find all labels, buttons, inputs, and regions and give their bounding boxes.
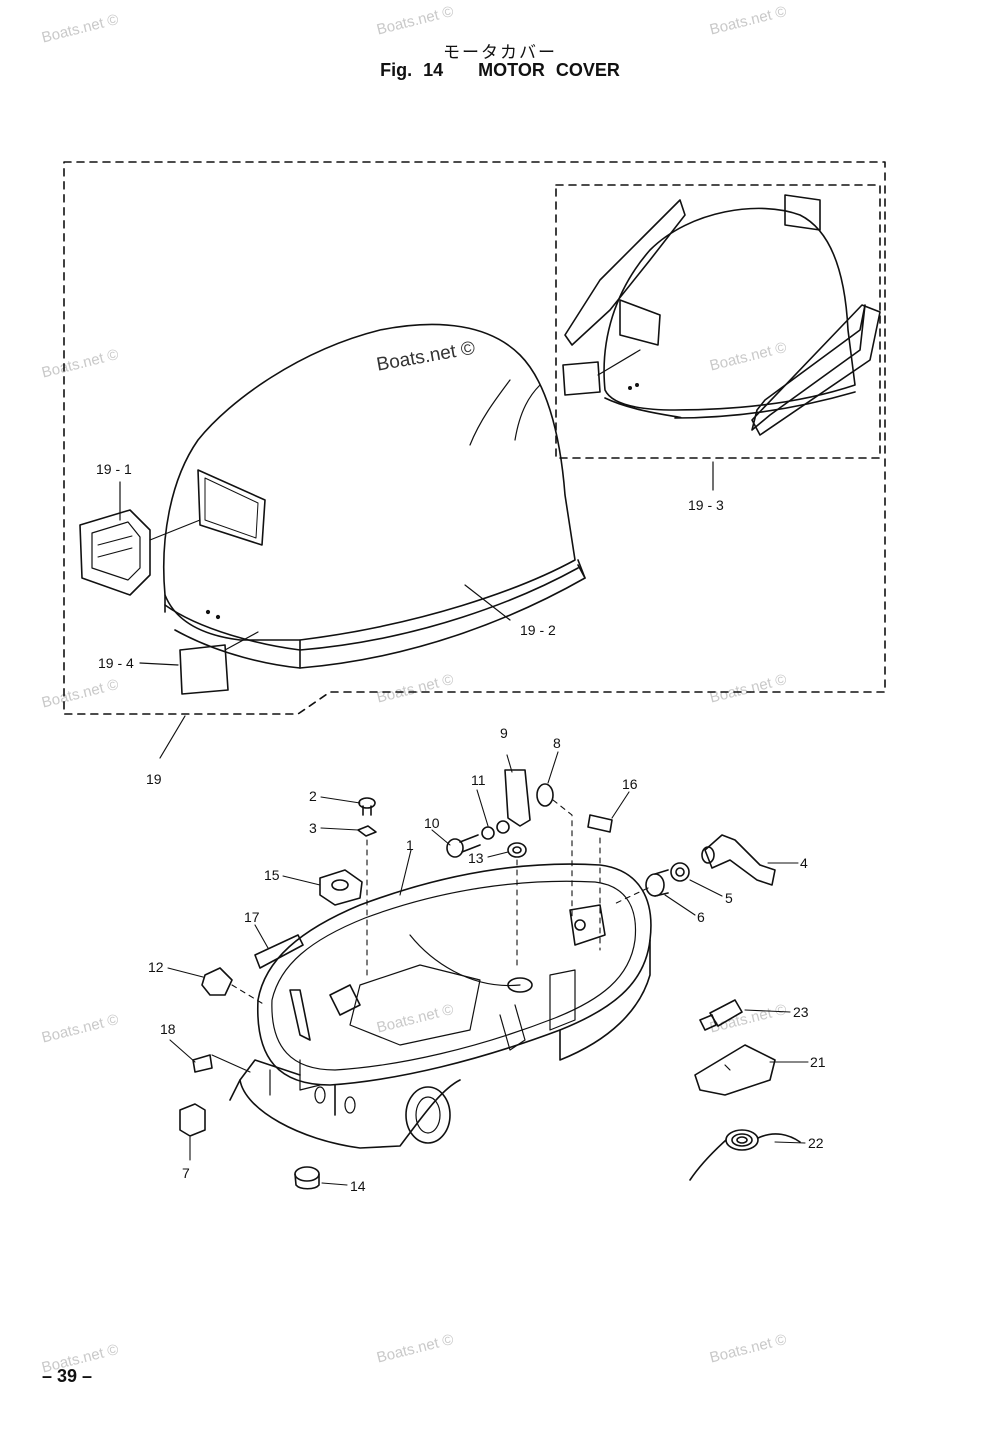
- part-label-14: 14: [350, 1178, 366, 1194]
- label-18: [192, 1054, 213, 1073]
- washer-11: [481, 826, 495, 840]
- part-label-21: 21: [810, 1054, 826, 1070]
- part-label-2: 2: [309, 788, 317, 804]
- figure-number: Fig. 14: [380, 60, 444, 80]
- part-label-8: 8: [553, 735, 561, 751]
- part-label-22: 22: [808, 1135, 824, 1151]
- washer-5: [670, 862, 690, 882]
- part-label-16: 16: [622, 776, 638, 792]
- page-number: – 39 –: [42, 1366, 93, 1386]
- grommet-13: [507, 842, 527, 858]
- top-cowling: [162, 323, 586, 669]
- decal-19-4: [179, 644, 229, 695]
- part-label-13: 13: [468, 850, 484, 866]
- vent-grille: [79, 509, 201, 596]
- part-label-3: 3: [309, 820, 317, 836]
- figure-title-japanese: モータカバー: [443, 43, 557, 63]
- figure-title: Fig. 14 MOTOR COVER: [0, 60, 1000, 81]
- bushing-6: [645, 869, 669, 897]
- part-label-19-1: 19 - 1: [96, 461, 132, 477]
- part-label-18: 18: [160, 1021, 176, 1037]
- starter-rope-22: [689, 1129, 801, 1181]
- assembly-19-boundary: [63, 161, 886, 715]
- filter-23: [699, 999, 743, 1031]
- grommet-15: [319, 869, 363, 906]
- part-label-15: 15: [264, 867, 280, 883]
- part-label-17: 17: [244, 909, 260, 925]
- part-label-12: 12: [148, 959, 164, 975]
- figure-caption: MOTOR COVER: [478, 60, 620, 80]
- part-label-11: 11: [471, 772, 486, 788]
- part-label-1: 1: [406, 837, 414, 853]
- bolt-2: [358, 797, 376, 816]
- grommet-14: [294, 1166, 320, 1190]
- part-label-6: 6: [697, 909, 705, 925]
- bottom-cowling: [229, 863, 652, 1149]
- part-label-4: 4: [800, 855, 808, 871]
- part-label-23: 23: [793, 1004, 809, 1020]
- grommet-12: [201, 967, 233, 996]
- part-label-9: 9: [500, 725, 508, 741]
- label-16: [587, 814, 613, 833]
- part-label-19-4: 19 - 4: [98, 655, 134, 671]
- part-label-19: 19: [146, 771, 162, 787]
- washer-8: [536, 783, 554, 807]
- part-label-19-2: 19 - 2: [520, 622, 556, 638]
- decal-cowling: [562, 194, 881, 436]
- grommet-7: [179, 1103, 206, 1137]
- part-label-5: 5: [725, 890, 733, 906]
- washer-3: [357, 825, 377, 837]
- bolt-10: [446, 834, 481, 858]
- lever-4: [701, 834, 776, 886]
- part-label-10: 10: [424, 815, 440, 831]
- pouch-21: [694, 1044, 776, 1096]
- bracket-9: [504, 769, 531, 827]
- part-label-19-3: 19 - 3: [688, 497, 724, 513]
- label-17: [254, 934, 304, 969]
- part-label-7: 7: [182, 1165, 190, 1181]
